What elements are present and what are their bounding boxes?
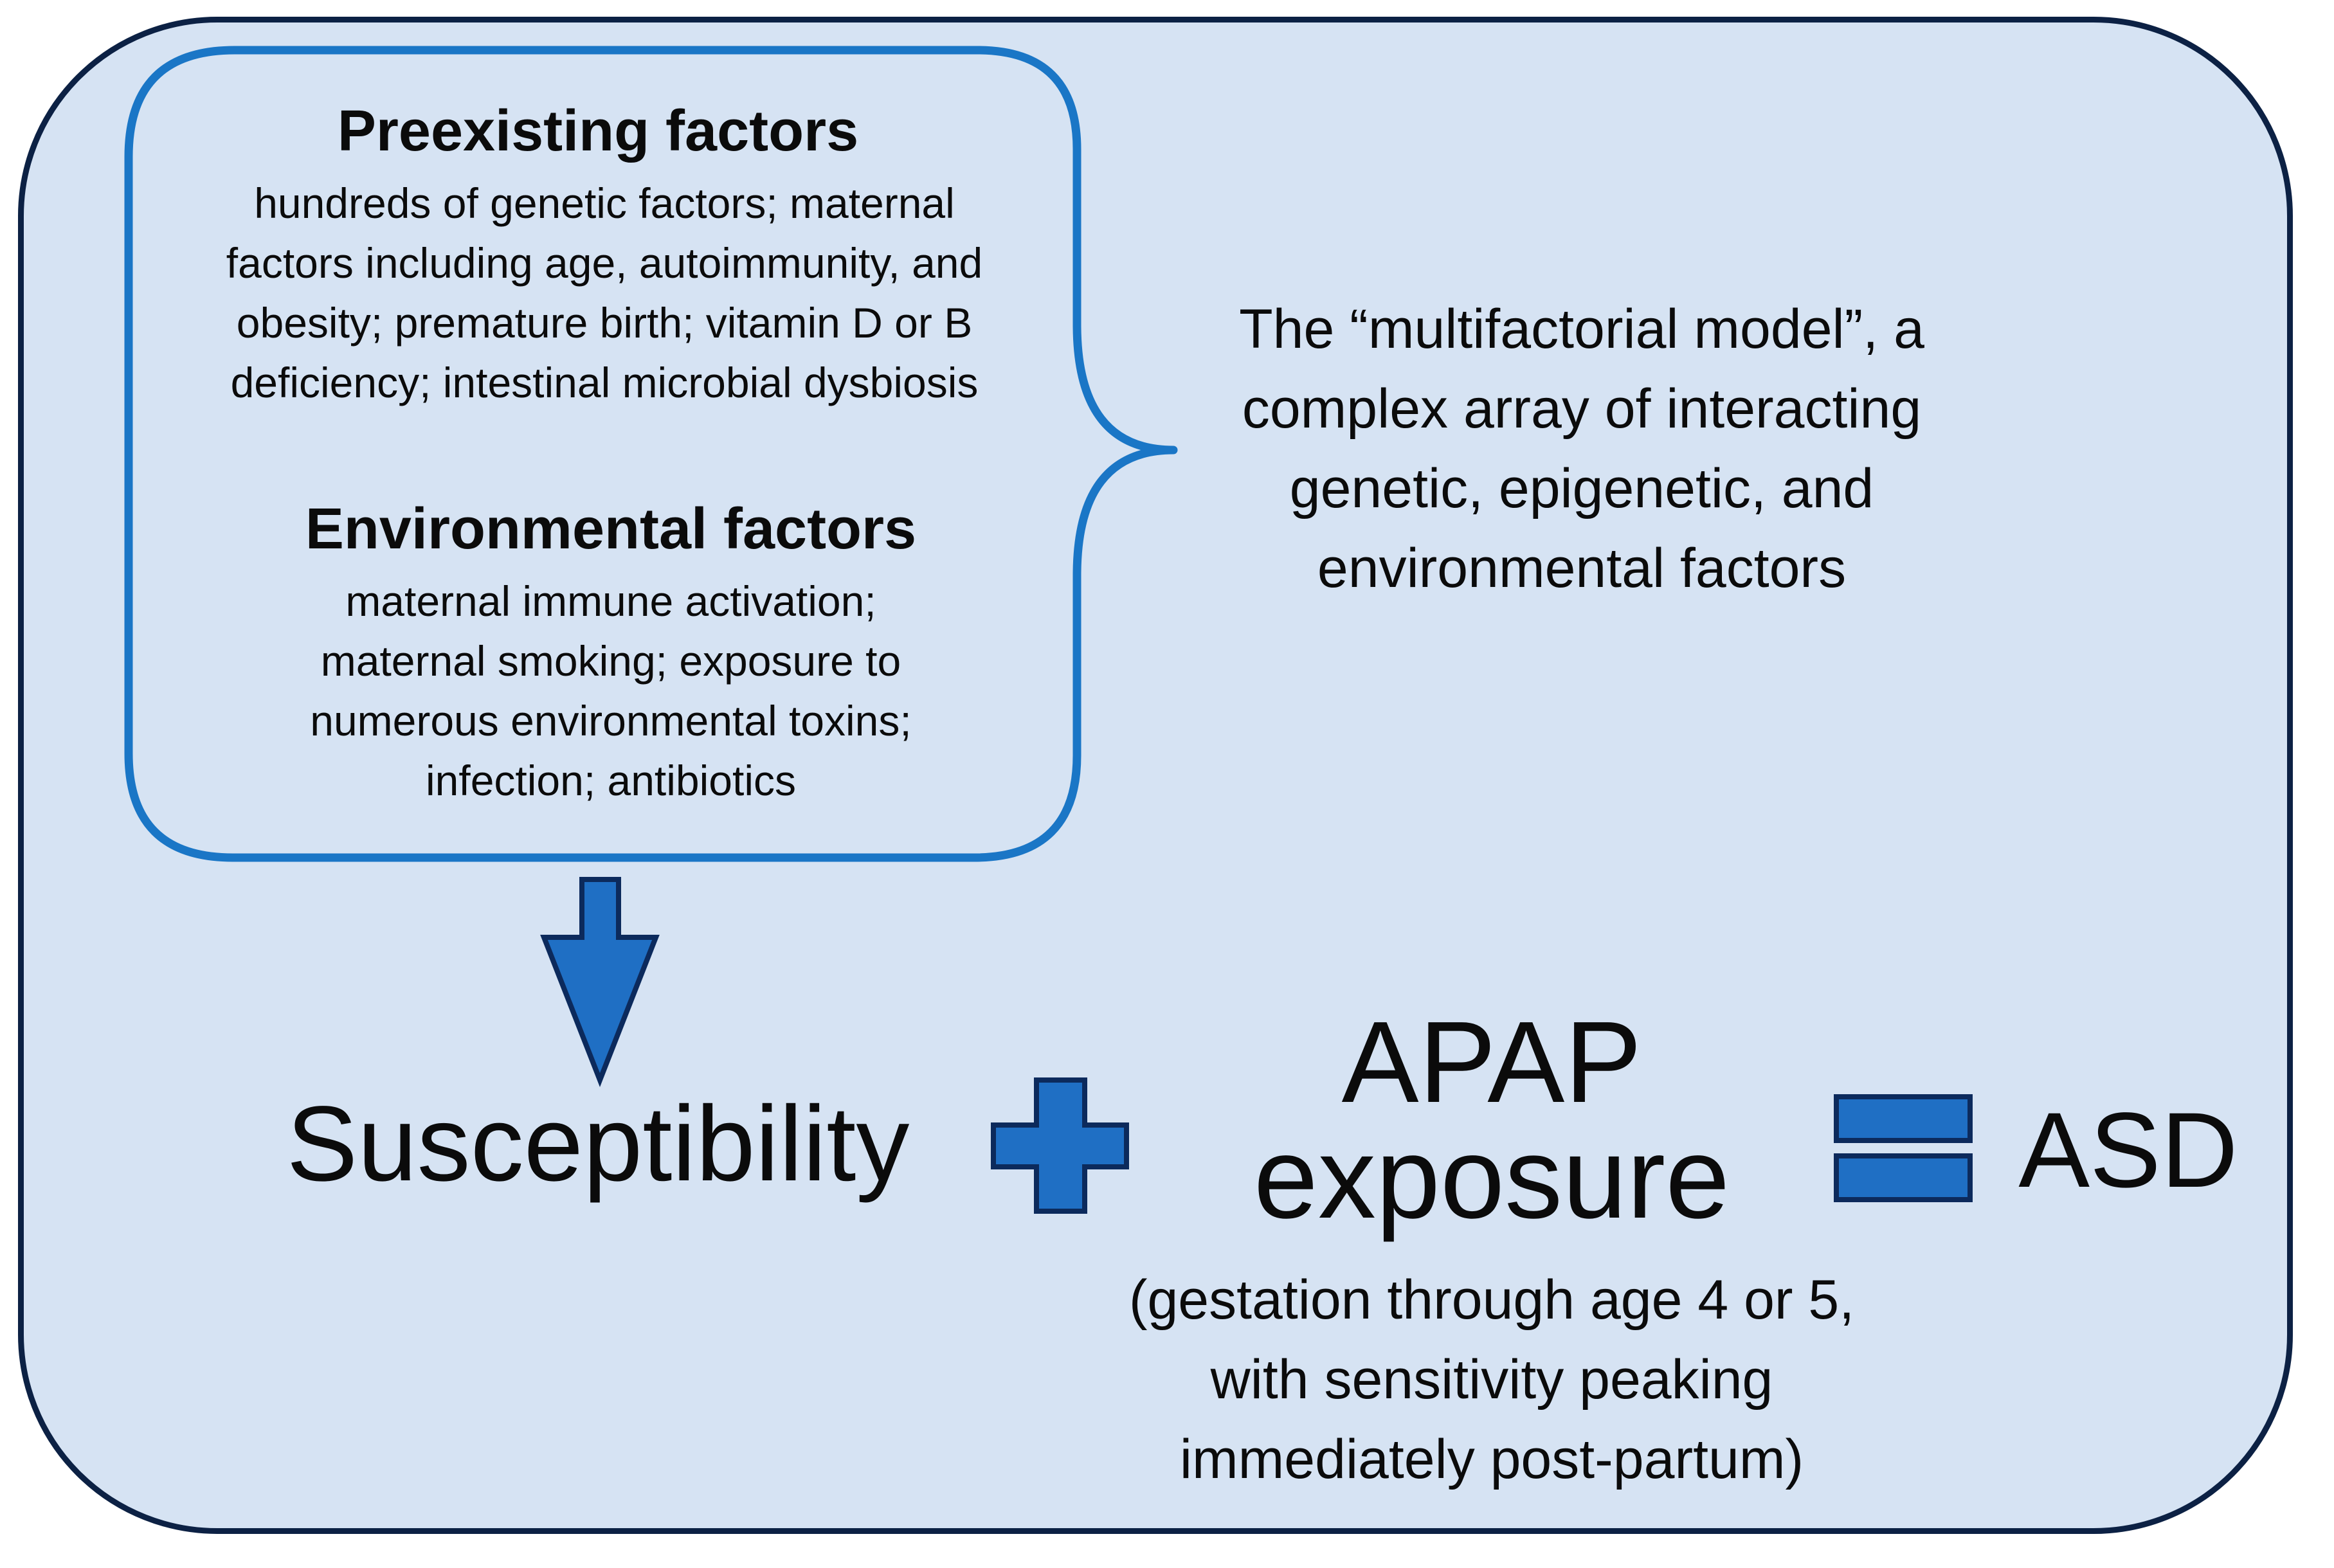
model-description-line: genetic, epigenetic, and [1289, 458, 1874, 519]
exposure-window-note: with sensitivity peaking [1210, 1349, 1773, 1410]
environmental-factors-line: maternal smoking; exposure to [320, 637, 901, 685]
preexisting-factors-line: hundreds of genetic factors; maternal [254, 179, 955, 227]
down-arrow-icon [540, 877, 660, 1087]
factors-callout-box [124, 46, 1178, 862]
preexisting-factors-line: factors including age, autoimmunity, and [226, 239, 983, 287]
apap-label: APAP [1341, 998, 1642, 1127]
exposure-window-note: (gestation through age 4 or 5, [1128, 1269, 1855, 1331]
preexisting-factors-title: Preexisting factors [337, 99, 859, 163]
asd-result: ASD [2018, 1091, 2238, 1210]
susceptibility-term: Susceptibility [286, 1085, 910, 1203]
plus-icon [991, 1077, 1129, 1214]
preexisting-factors-line: deficiency; intestinal microbial dysbios… [230, 359, 979, 406]
equals-icon [1834, 1094, 1973, 1202]
preexisting-factors-line: obesity; premature birth; vitamin D or B [236, 299, 973, 347]
environmental-factors-line: infection; antibiotics [426, 757, 796, 804]
model-description-line: environmental factors [1317, 537, 1847, 599]
exposure-window-note: immediately post-partum) [1179, 1428, 1804, 1490]
environmental-factors-line: numerous environmental toxins; [310, 697, 912, 744]
environmental-factors-line: maternal immune activation; [345, 577, 876, 625]
equals-top-bar [1834, 1094, 1973, 1143]
diagram-panel [18, 17, 2293, 1534]
exposure-label: exposure [1253, 1113, 1730, 1243]
model-description-line: The “multifactorial model”, a [1239, 298, 1924, 360]
model-description-line: complex array of interacting [1242, 378, 1922, 440]
environmental-factors-title: Environmental factors [305, 497, 917, 561]
equals-bottom-bar [1834, 1153, 1973, 1202]
